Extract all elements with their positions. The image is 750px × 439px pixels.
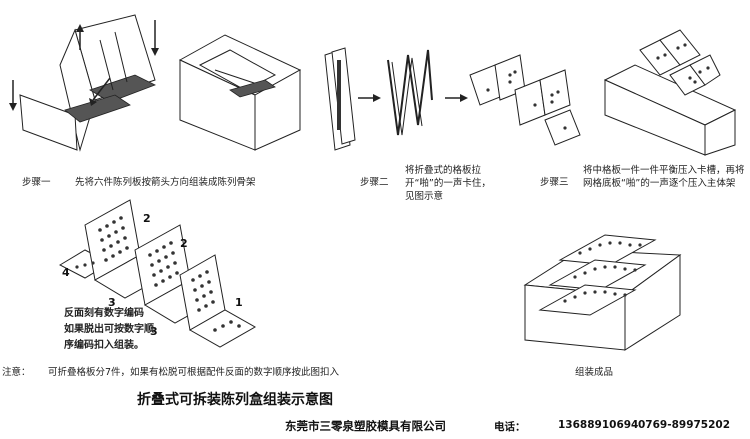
note-label: 注意： (2, 367, 31, 378)
step2-illustration (324, 47, 581, 151)
part-number-2b: 2 (180, 237, 188, 250)
down-arrow-icon (9, 80, 17, 111)
finished-caption: 组装成品 (575, 367, 614, 378)
step1-illustration (9, 14, 159, 152)
part-number-1: 1 (235, 296, 243, 309)
phone-label: 电话： (494, 421, 526, 433)
step1-label: 步骤一 (22, 177, 51, 188)
diagonal-arrow-icon (89, 77, 111, 106)
step2-label: 步骤二 (360, 177, 389, 188)
part-number-3: 3 (108, 296, 116, 309)
right-arrow-icon (445, 94, 468, 102)
down-arrow-icon (151, 20, 159, 56)
reverse-note-line2: 如果脱出可按数字顺 (64, 324, 154, 335)
up-arrow-icon (76, 24, 84, 50)
step2-text: 将折叠式的格板拉开“啪”的一声卡住，见图示意 (405, 165, 491, 202)
reverse-note-line1: 反面刻有数字编码 (64, 308, 144, 319)
company-name: 东莞市三零泉塑胶模具有限公司 (285, 419, 446, 433)
box-skeleton-illustration (178, 34, 302, 151)
part-number-3b: 3 (150, 325, 158, 338)
note-text: 可折叠格板分7件，如果有松脱可根据配件反面的数字顺序按此图扣入 (48, 367, 340, 378)
landline-number: 0769-89975202 (638, 419, 731, 431)
part-number-2: 2 (143, 212, 151, 225)
step3-label: 步骤三 (540, 177, 569, 188)
right-arrow-icon (358, 94, 381, 102)
finished-product-illustration (523, 234, 682, 351)
step3-text: 将中格板一件一件平衡压入卡槽，再将网格底板“啪”的一声逐个压入主体架 (583, 165, 745, 189)
part-number-4: 4 (62, 266, 70, 279)
step3-illustration (603, 29, 737, 156)
step1-text: 先将六件陈列板按箭头方向组装成陈列骨架 (75, 177, 256, 188)
reverse-note-line3: 序编码扣入组装。 (64, 340, 144, 351)
mobile-number: 13688910694 (558, 419, 639, 431)
numbered-panels-illustration (58, 199, 257, 348)
page-title: 折叠式可拆装陈列盒组装示意图 (137, 392, 333, 408)
